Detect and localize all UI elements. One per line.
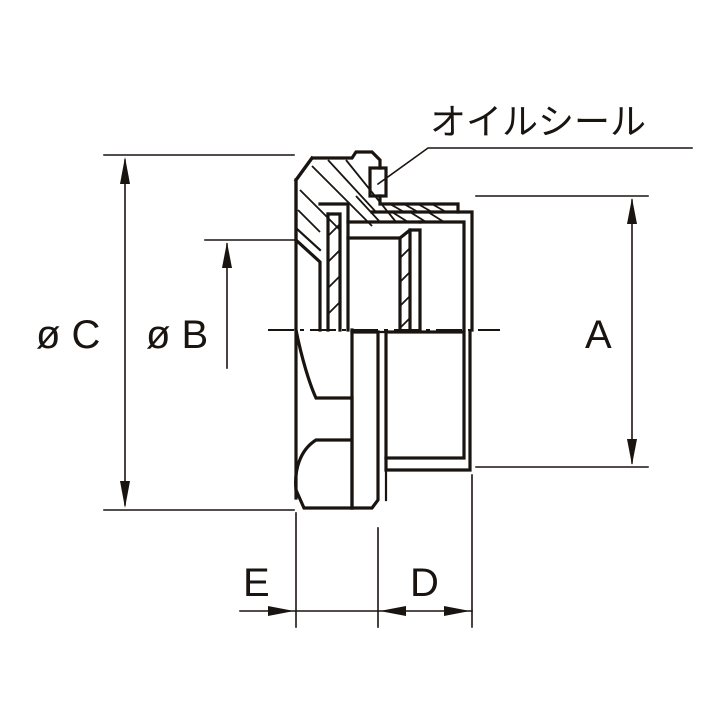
dimension-b <box>204 239 295 369</box>
dimension-e-label: E <box>243 561 270 605</box>
part-body <box>293 150 474 510</box>
oil-seal-label: オイルシール <box>430 102 646 143</box>
dimension-a <box>475 195 649 468</box>
dimension-c-label: ø C <box>36 313 100 357</box>
dimension-a-label: A <box>585 313 612 357</box>
dimension-c <box>103 154 295 511</box>
oil-seal-callout <box>376 147 693 186</box>
section-hatching <box>297 159 447 329</box>
dimension-e-d <box>239 474 473 628</box>
dimension-b-label: ø B <box>146 313 208 357</box>
dimension-d-label: D <box>410 561 439 605</box>
